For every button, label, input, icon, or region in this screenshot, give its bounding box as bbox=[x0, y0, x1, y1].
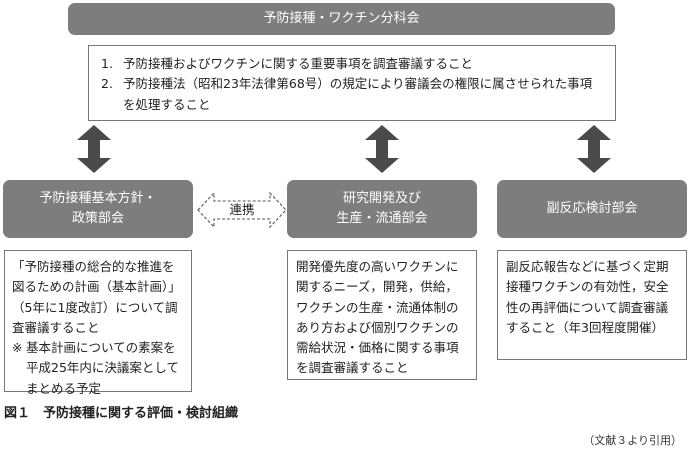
duty-item-1: 1. 予防接種およびワクチンに関する重要事項を調査審議すること bbox=[101, 54, 603, 74]
figure-caption: 図１ 予防接種に関する評価・検討組織 bbox=[4, 406, 239, 421]
duty-item-2: 2. 予防接種法（昭和23年法律第68号）の規定により審議会の権限に属させられた… bbox=[101, 74, 603, 115]
committee-title-box: 予防接種・ワクチン分科会 bbox=[68, 3, 615, 35]
duty-text-2: 予防接種法（昭和23年法律第68号）の規定により審議会の権限に属させられた事項を… bbox=[123, 76, 593, 112]
adverse-reaction-description-box: 副反応報告などに基づく定期接種ワクチンの有効性，安全性の再評価について調査審議す… bbox=[497, 250, 687, 360]
duty-number-2: 2. bbox=[101, 76, 113, 92]
policy-note: ※ 基本計画についての素案を平成25年内に決議案としてまとめる予定 bbox=[12, 338, 184, 399]
policy-subcommittee-line2: 政策部会 bbox=[71, 211, 124, 226]
policy-description: 「予防接種の総合的な推進を図るための計画（基本計画）」（5年に1度改訂）について… bbox=[12, 259, 181, 335]
cooperation-dashed-arrow bbox=[197, 191, 287, 229]
duties-list: 1. 予防接種およびワクチンに関する重要事項を調査審議すること 2. 予防接種法… bbox=[101, 54, 603, 115]
policy-subcommittee-line1: 予防接種基本方針・ bbox=[39, 190, 157, 206]
research-subcommittee-box: 研究開発及び 生産・流通部会 bbox=[287, 180, 477, 238]
adverse-reaction-subcommittee-title: 副反応検討部会 bbox=[546, 200, 638, 216]
committee-duties-box: 1. 予防接種およびワクチンに関する重要事項を調査審議すること 2. 予防接種法… bbox=[88, 45, 616, 121]
policy-description-box: 「予防接種の総合的な推進を図るための計画（基本計画）」（5年に1度改訂）について… bbox=[4, 250, 192, 396]
adverse-reaction-description: 副反応報告などに基づく定期接種ワクチンの有効性，安全性の再評価について調査審議す… bbox=[506, 259, 669, 335]
double-arrow-center bbox=[365, 125, 399, 173]
note-mark: ※ bbox=[12, 340, 23, 355]
policy-subcommittee-box: 予防接種基本方針・ 政策部会 bbox=[3, 180, 193, 238]
cooperation-label: 連携 bbox=[229, 202, 255, 217]
double-arrow-left bbox=[77, 125, 111, 173]
research-subcommittee-line1: 研究開発及び bbox=[342, 190, 421, 206]
double-arrow-right bbox=[577, 125, 611, 173]
research-subcommittee-line2: 生産・流通部会 bbox=[336, 211, 428, 226]
figure-source: （文献３より引用） bbox=[583, 434, 682, 447]
policy-note-text: 基本計画についての素案を平成25年内に決議案としてまとめる予定 bbox=[26, 340, 180, 396]
duty-text-1: 予防接種およびワクチンに関する重要事項を調査審議すること bbox=[123, 56, 474, 71]
adverse-reaction-subcommittee-box: 副反応検討部会 bbox=[497, 180, 687, 238]
research-description: 開発優先度の高いワクチンに関するニーズ，開発，供給，ワクチンの生産・流通体制のあ… bbox=[296, 259, 459, 376]
duty-number-1: 1. bbox=[101, 56, 113, 71]
research-description-box: 開発優先度の高いワクチンに関するニーズ，開発，供給，ワクチンの生産・流通体制のあ… bbox=[287, 250, 477, 380]
committee-title: 予防接種・ワクチン分科会 bbox=[263, 10, 420, 26]
